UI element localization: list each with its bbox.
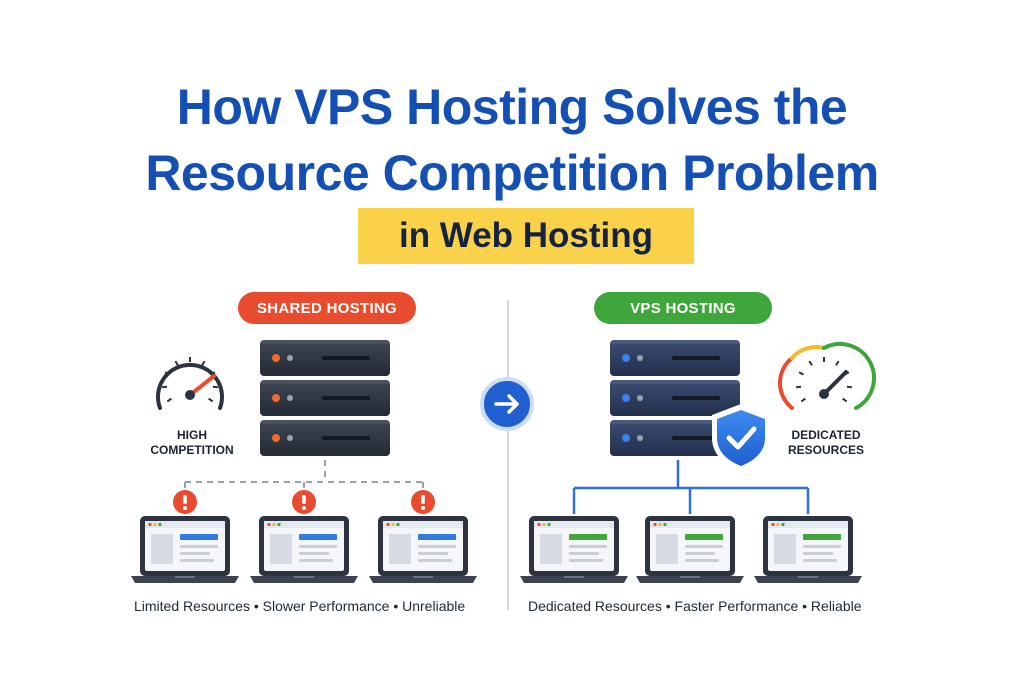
server-unit — [610, 340, 740, 376]
high-competition-label: HIGH COMPETITION — [122, 428, 262, 458]
arrow-right-icon — [480, 377, 534, 431]
vps-server-icon — [610, 340, 740, 456]
server-unit — [260, 340, 390, 376]
exclamation-icon — [292, 490, 316, 514]
server-unit — [610, 420, 740, 456]
dedicated-resources-label: DEDICATED RESOURCES — [756, 428, 896, 458]
shared-hosting-badge: SHARED HOSTING — [238, 292, 416, 324]
laptop-icon — [369, 516, 477, 583]
gauge-label-line-1: DEDICATED — [791, 428, 861, 442]
shared-server-icon — [260, 340, 390, 456]
shield-check-icon — [712, 404, 770, 472]
laptop-icon — [754, 516, 862, 583]
gauge-icon — [778, 342, 876, 410]
gauge-icon — [156, 357, 224, 410]
exclamation-icon — [411, 490, 435, 514]
laptop-icon — [250, 516, 358, 583]
subtitle-text: in Web Hosting — [398, 216, 654, 255]
server-unit — [260, 420, 390, 456]
exclamation-icon — [173, 490, 197, 514]
laptop-icon — [636, 516, 744, 583]
vps-connectors — [572, 460, 810, 514]
title-line-2: Resource Competition Problem — [145, 145, 879, 201]
subtitle-highlight: in Web Hosting — [358, 208, 694, 264]
shared-footer-text: Limited Resources • Slower Performance •… — [134, 598, 466, 614]
server-unit — [260, 380, 390, 416]
gauge-label-line-1: HIGH — [177, 428, 207, 442]
title-line-1: How VPS Hosting Solves the — [176, 79, 848, 135]
laptop-icon — [520, 516, 628, 583]
vps-hosting-badge: VPS HOSTING — [594, 292, 772, 324]
server-unit — [610, 380, 740, 416]
gauge-label-line-2: COMPETITION — [150, 443, 234, 457]
vps-footer-text: Dedicated Resources • Faster Performance… — [528, 598, 862, 614]
shared-connectors — [184, 460, 424, 490]
laptop-icon — [131, 516, 239, 583]
gauge-label-line-2: RESOURCES — [787, 443, 864, 457]
